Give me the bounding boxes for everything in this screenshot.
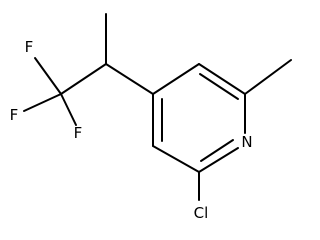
bond-c5-c6-double <box>199 73 239 100</box>
bond-c5-c6 <box>198 63 246 95</box>
bond-c4-ch <box>105 63 154 95</box>
fluorine-top-label: F <box>25 38 34 56</box>
bond-n-c2 <box>198 147 239 173</box>
background <box>0 0 300 238</box>
bond-cf3-f-left <box>23 93 62 112</box>
bond-c2-c3 <box>152 145 200 173</box>
bond-c6-methyl <box>244 59 292 95</box>
bond-c4-c5 <box>152 63 200 95</box>
bond-cf3-f-bottom <box>60 93 77 126</box>
bond-ch-cf3 <box>60 63 107 95</box>
chlorine-label: Cl <box>194 204 209 222</box>
nitrogen-label: N <box>241 133 252 151</box>
bond-cf3-f-top <box>34 57 62 95</box>
fluorine-left-label: F <box>10 106 19 124</box>
bond-n-c2-double <box>200 139 234 162</box>
fluorine-bottom-label: F <box>74 124 83 142</box>
structure-diagram: F F F N Cl <box>0 0 300 238</box>
